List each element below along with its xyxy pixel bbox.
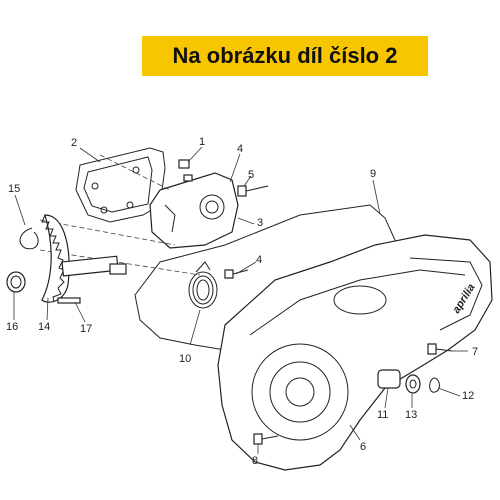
part-15-clip[interactable] (19, 227, 39, 250)
part-number-banner: Na obrázku díl číslo 2 (142, 36, 428, 76)
callout-5: 5 (248, 169, 254, 181)
callout-4-lower: 4 (256, 254, 262, 266)
part-13-washer[interactable] (405, 374, 421, 394)
part-4-bolt-lower[interactable] (224, 269, 249, 279)
part-5-bolt[interactable] (237, 185, 269, 197)
part-17-pin[interactable] (57, 297, 81, 304)
callout-16: 16 (6, 321, 18, 333)
banner-text: Na obrázku díl číslo 2 (172, 43, 398, 68)
callout-8: 8 (252, 455, 258, 467)
callout-4: 4 (237, 143, 243, 155)
callout-7: 7 (472, 346, 478, 358)
callout-13: 13 (405, 409, 417, 421)
callout-1: 1 (199, 136, 205, 148)
callout-14: 14 (38, 321, 50, 333)
callout-9: 9 (370, 168, 376, 180)
callout-17: 17 (80, 323, 92, 335)
part-14-kick-gear[interactable] (41, 214, 127, 303)
part-1-bolt[interactable] (178, 159, 193, 182)
part-12-circlip[interactable] (429, 377, 440, 393)
callout-12: 12 (462, 390, 474, 402)
part-7-bolt[interactable] (427, 343, 453, 355)
callout-2: 2 (71, 137, 77, 149)
callout-10: 10 (179, 353, 191, 365)
part-16-bushing[interactable] (6, 271, 26, 293)
callout-6: 6 (360, 441, 366, 453)
part-6-crankcase-cover[interactable] (217, 234, 493, 471)
callout-11: 11 (377, 409, 388, 421)
part-10-spring[interactable] (188, 261, 218, 309)
callout-15: 15 (8, 183, 20, 195)
leader-lines (13, 146, 468, 454)
part-11-tube[interactable] (377, 369, 401, 389)
callout-3: 3 (257, 217, 263, 229)
